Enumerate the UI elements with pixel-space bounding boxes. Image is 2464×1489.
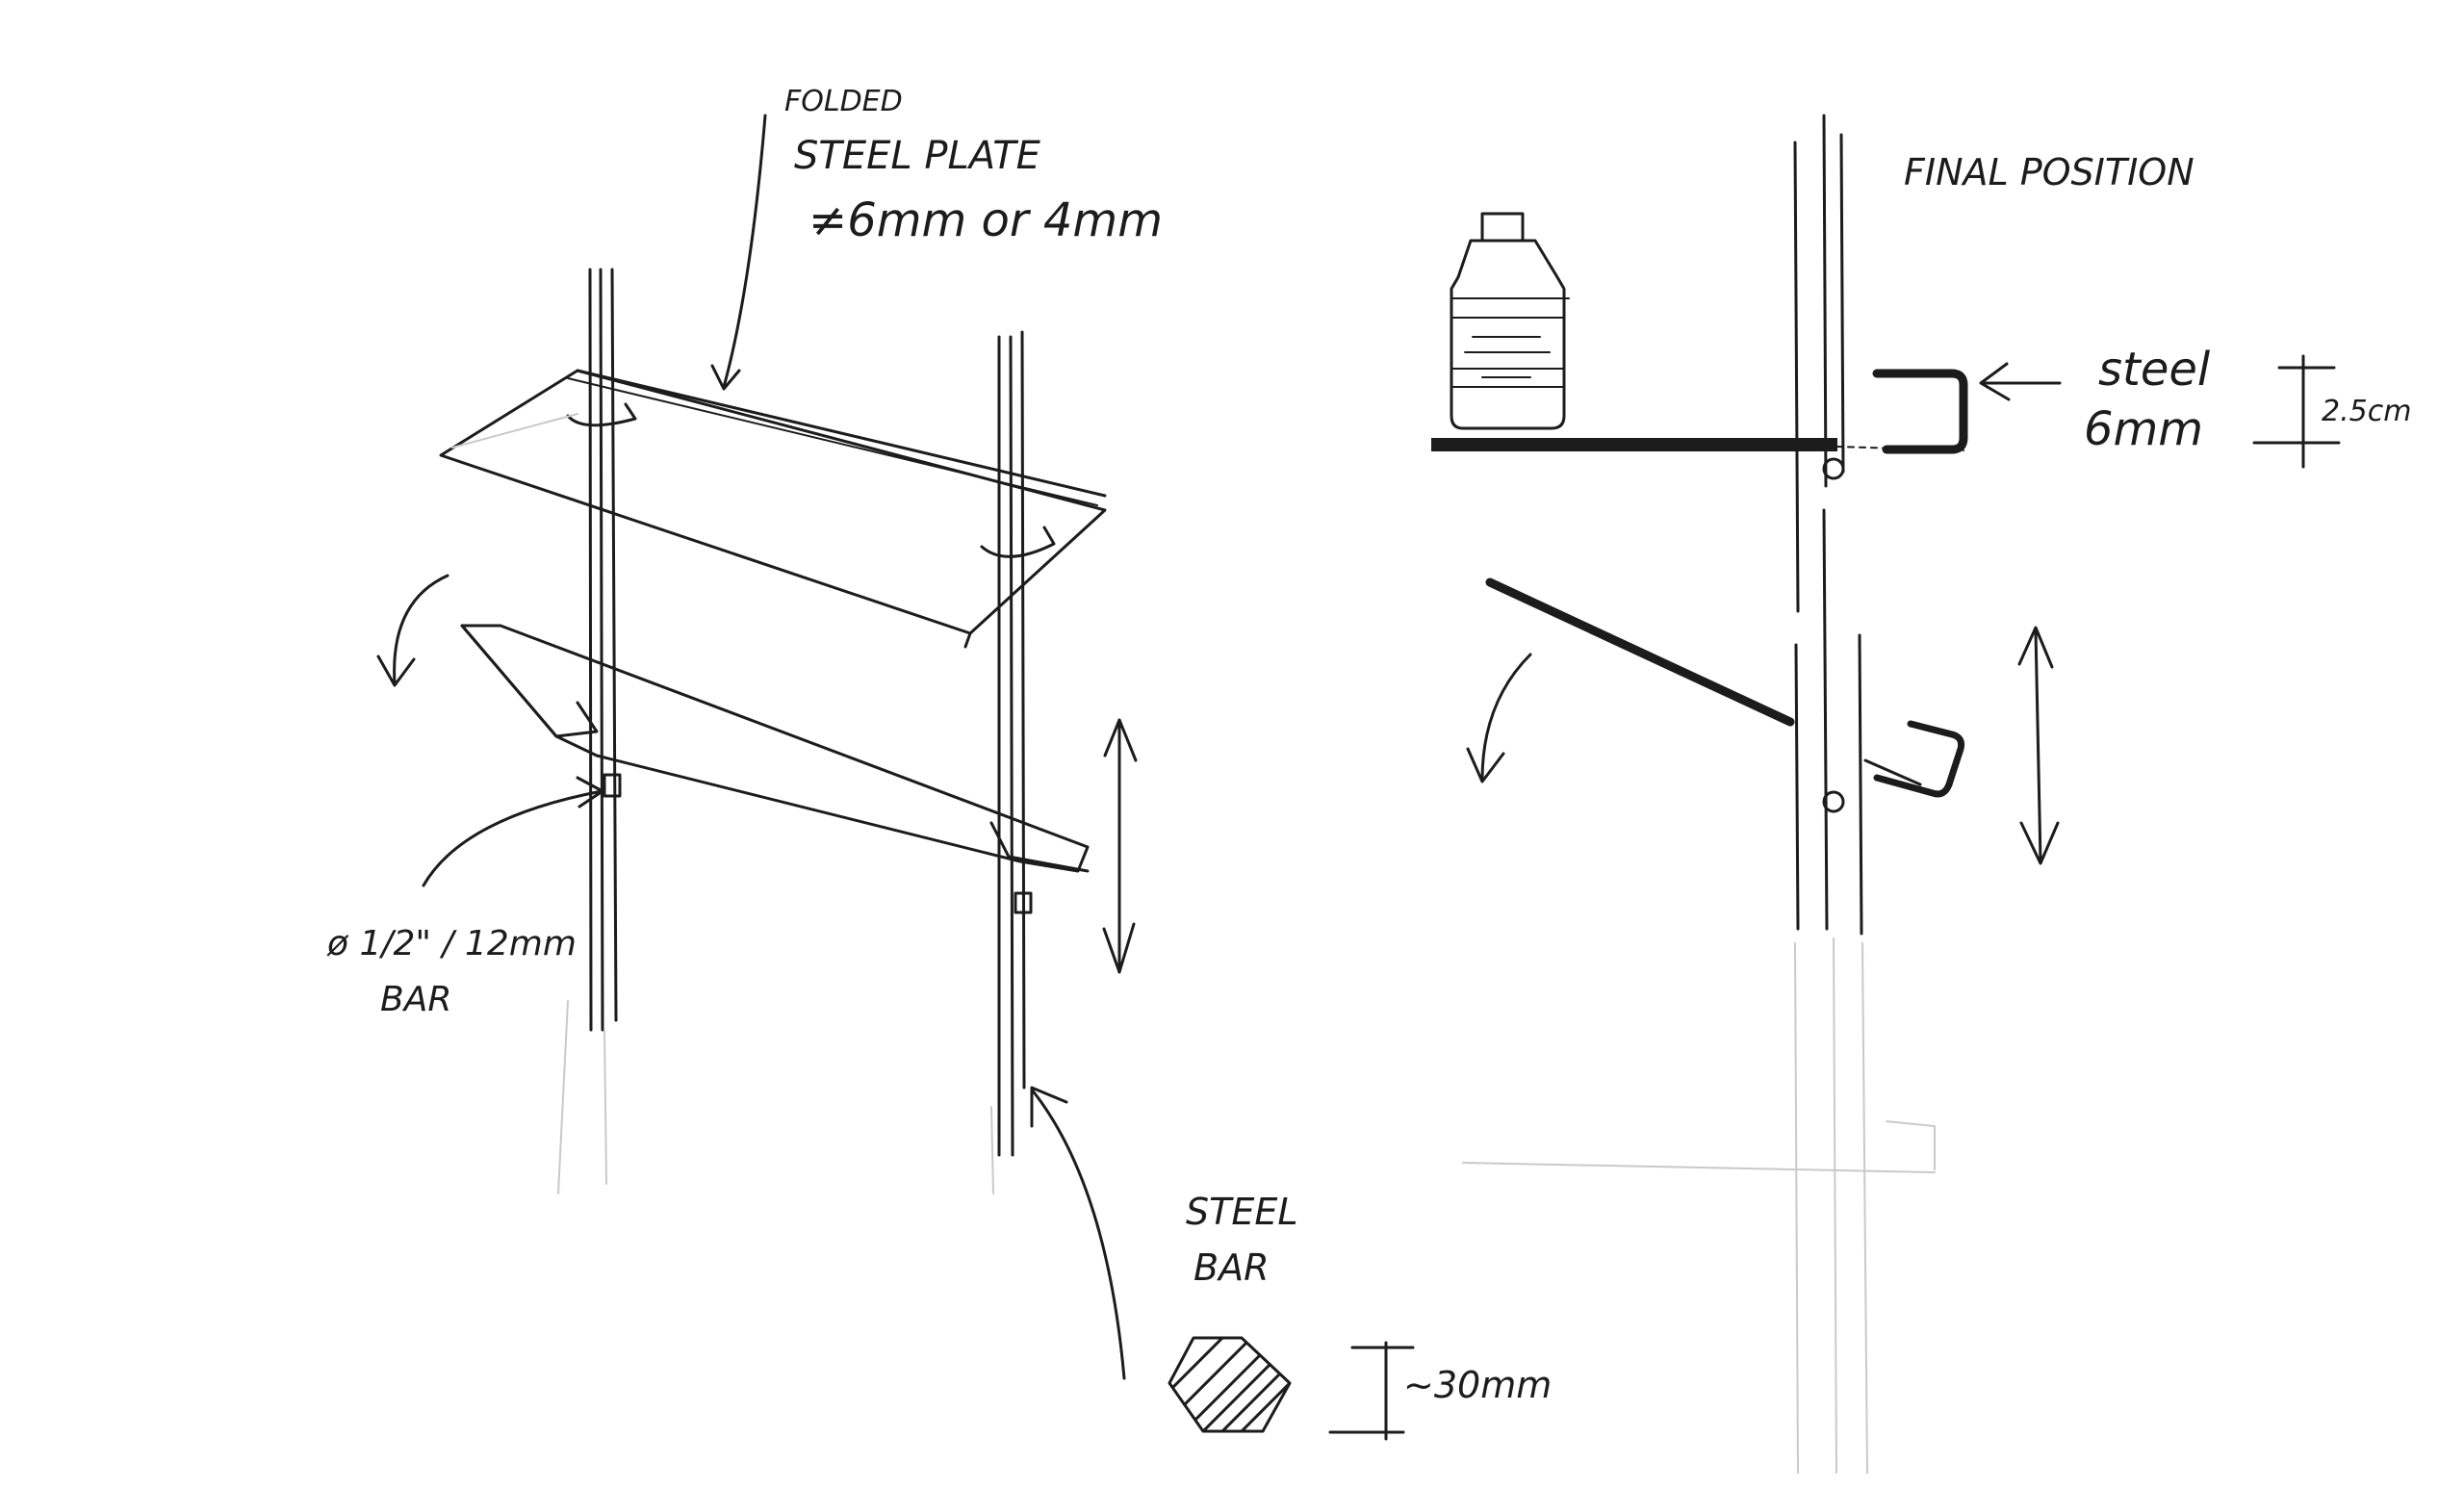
bottle-icon (1450, 212, 1570, 430)
u-bracket-upper (1872, 369, 1968, 454)
hex-dimension-label: ~30mm (1403, 1364, 1552, 1406)
bar-leader-line (422, 776, 604, 887)
shelf-final-position (1431, 438, 1837, 451)
bracket-label-line1: steel (2098, 343, 2211, 397)
u-bracket-lower (1873, 720, 1965, 798)
vertical-double-arrow-icon (1102, 718, 1138, 974)
vertical-double-arrow-right-icon (2017, 626, 2060, 865)
left-perspective-view: FOLDED STEEL PLATE ≠6mm or 4mm ø 1/2" / … (326, 85, 1552, 1441)
right-section-view: FINAL POSITION steel 6mm 2.5cm (1431, 114, 2411, 1474)
steel-bar-label-line1: STEEL (1186, 1191, 1298, 1233)
upper-shelf-plate (439, 369, 1107, 649)
hexagon-section-icon (1168, 1336, 1292, 1433)
bracket-dimension-marks (2252, 354, 2341, 469)
hex-dimension-marks (1328, 1341, 1415, 1441)
plate-note-line3: ≠6mm or 4mm (808, 193, 1163, 247)
rotation-arrow-icon (376, 574, 449, 687)
bracket-label-line2: 6mm (2084, 402, 2203, 456)
final-position-title: FINAL POSITION (1904, 151, 2194, 193)
bracket-dimension-label: 2.5cm (2322, 395, 2411, 428)
bar-note-line2: BAR (380, 980, 451, 1019)
pivot-pin-lower (1822, 790, 1845, 813)
rotation-arrow-right-icon (1466, 653, 1532, 783)
steel-bar-label-line2: BAR (1194, 1246, 1269, 1289)
plate-leader-line (710, 114, 767, 391)
section-vertical-post (1462, 114, 1936, 1474)
shelf-tilted-position (1485, 578, 1795, 727)
bracket-leader-arrow (1979, 362, 2062, 401)
lower-shelf-plate (460, 624, 1090, 914)
pivot-pin-upper (1822, 457, 1845, 480)
right-vertical-bar (990, 330, 1026, 1194)
plate-note-line1: FOLDED (784, 85, 903, 118)
bar-note-line1: ø 1/2" / 12mm (326, 924, 577, 963)
plate-note-line2: STEEL PLATE (794, 134, 1041, 178)
left-vertical-bar (557, 268, 618, 1194)
steel-bar-leader-line (1030, 1086, 1126, 1380)
